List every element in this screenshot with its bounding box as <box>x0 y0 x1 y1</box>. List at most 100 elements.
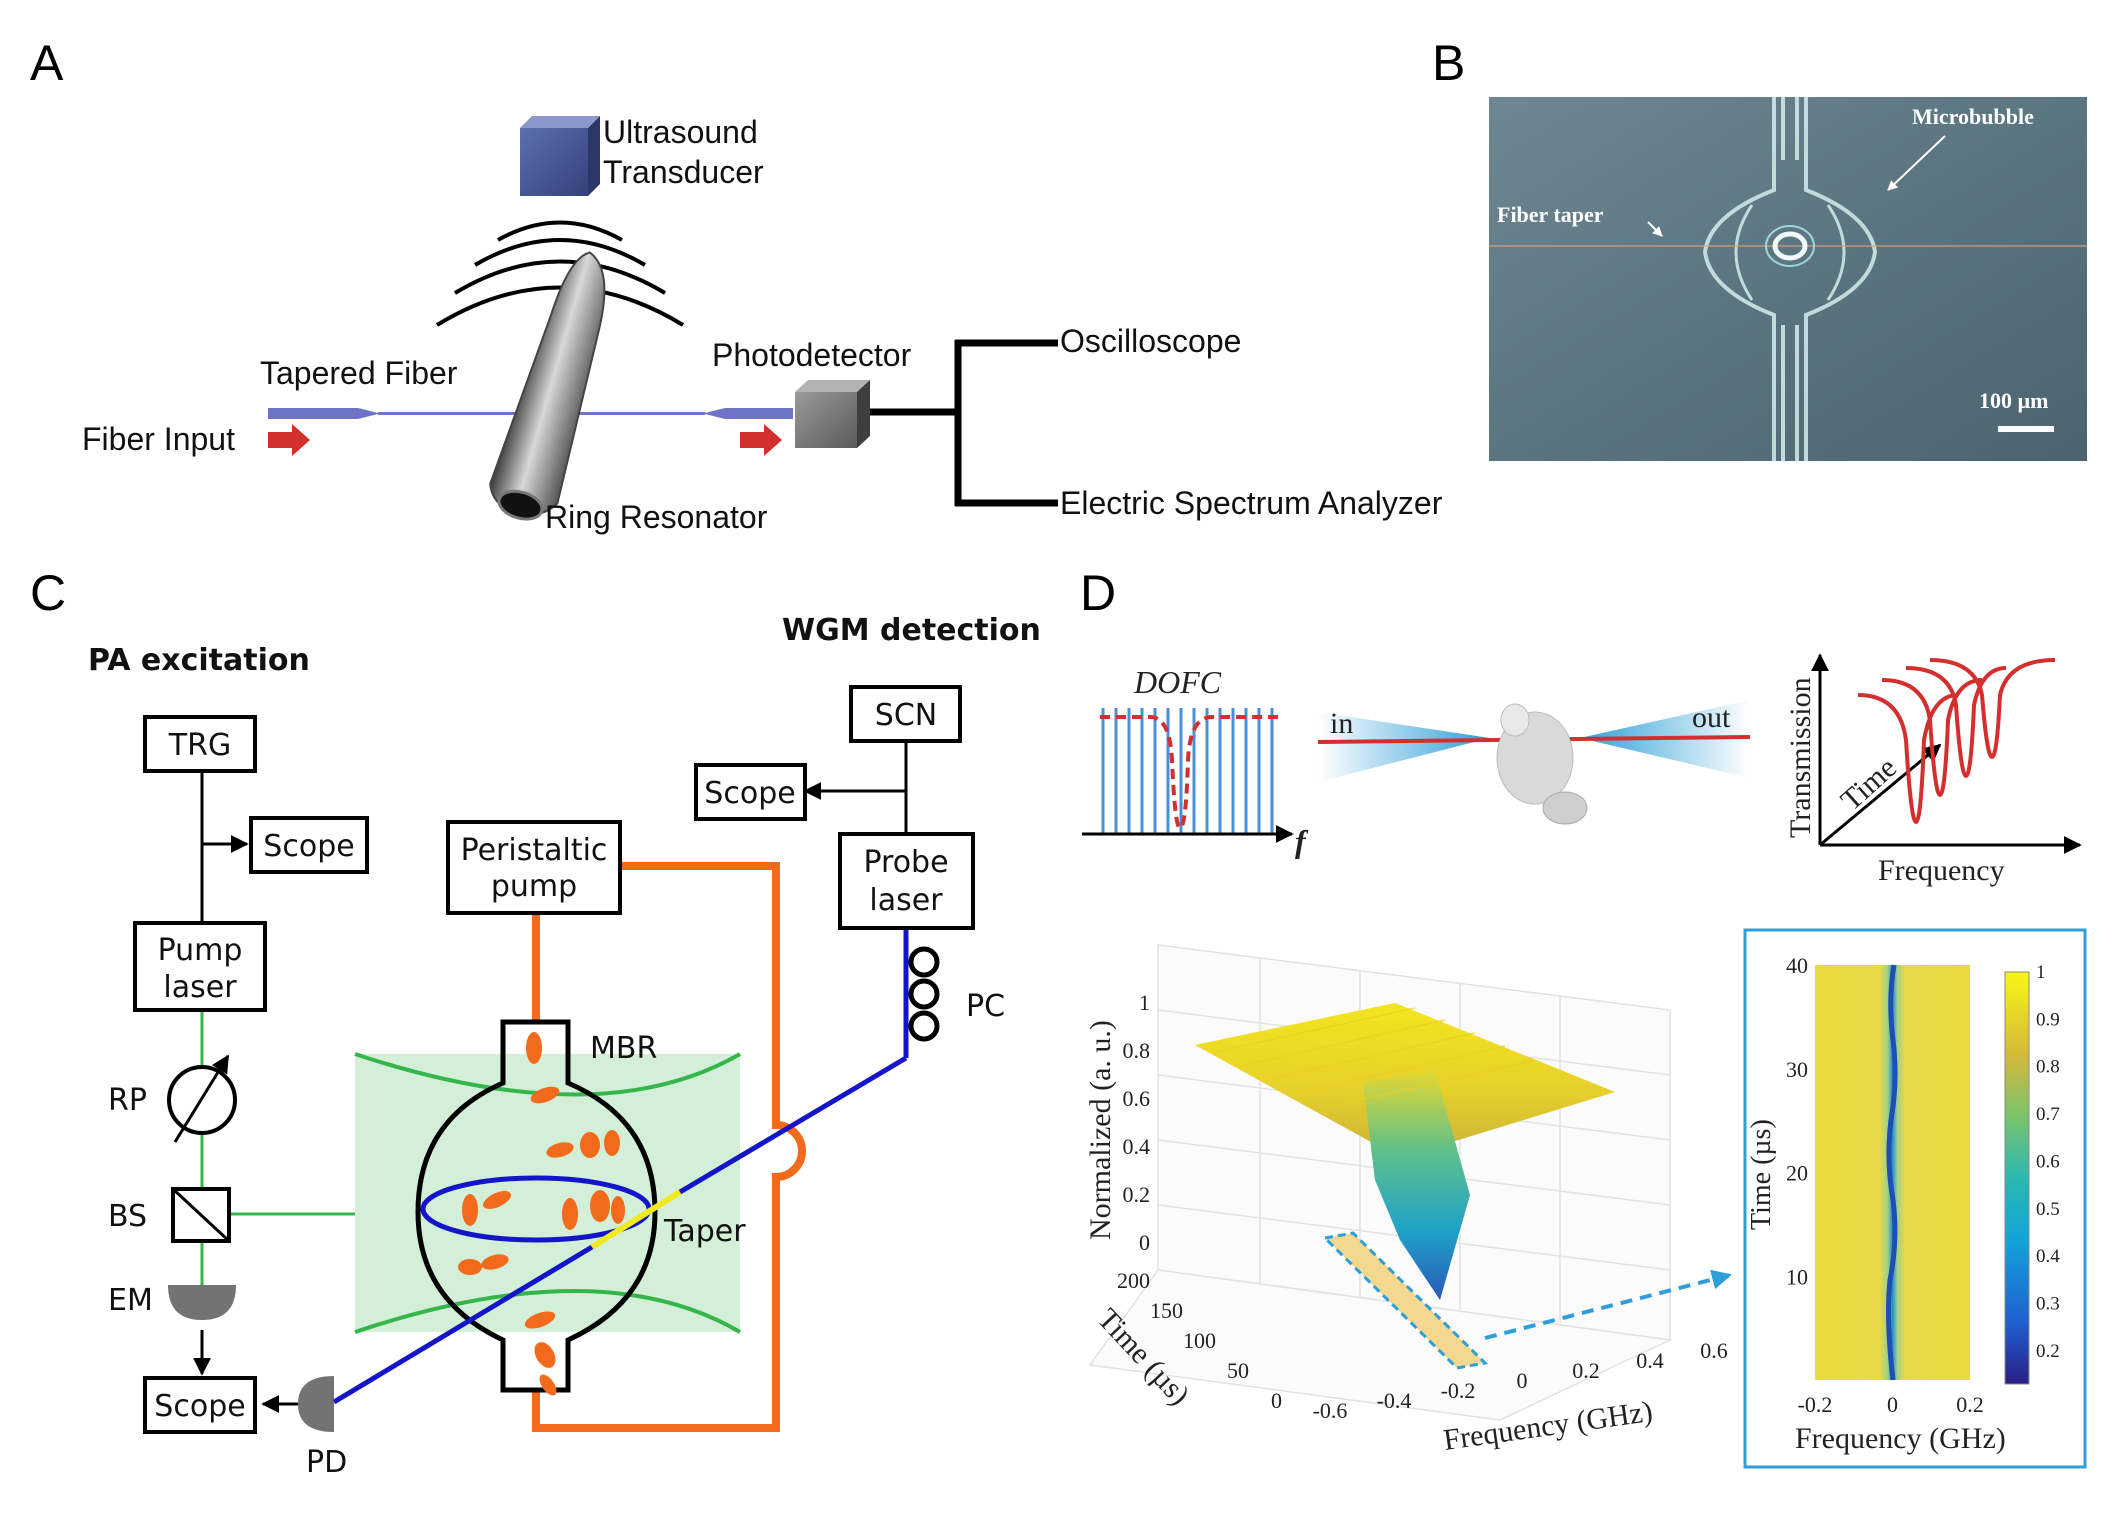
frequency-axis-label: Frequency <box>1878 854 2005 887</box>
colorbar-tick-label: 0.3 <box>2036 1293 2060 1314</box>
colorbar-tick-label: 0.9 <box>2036 1009 2060 1030</box>
out-label: out <box>1692 701 1731 734</box>
colorbar-tick-label: 0.7 <box>2036 1104 2060 1125</box>
panel-b: B Microbubble Fiber taper 100 µm <box>1432 35 2087 461</box>
em-label: EM <box>108 1283 153 1318</box>
panel-c: C PA excitation WGM detection TRG Scope … <box>30 565 1041 1480</box>
rotating-polarizer-icon <box>167 1054 237 1143</box>
ultrasound-transducer-icon <box>520 116 600 196</box>
microbubble-icon <box>1496 703 1588 825</box>
pa-chain-lines <box>193 771 249 1376</box>
pd-label: PD <box>306 1445 347 1480</box>
panel-a: A Ultrasound Transducer Tapered Fiber Fi… <box>30 35 1443 535</box>
scope-bottom-box <box>143 1376 257 1434</box>
mbr-label: MBR <box>590 1031 657 1066</box>
microbubble-micrograph <box>1489 97 2087 461</box>
z-tick-label: 0.6 <box>1123 1086 1151 1111</box>
oscilloscope-label: Oscilloscope <box>1060 323 1241 359</box>
map-x-tick-label: 0.2 <box>1956 1392 1984 1417</box>
transducer-label-line1: Ultrasound <box>603 114 758 150</box>
probe-laser-box <box>838 832 975 930</box>
y-tick-label: 100 <box>1183 1328 1216 1353</box>
panel-label-b: B <box>1432 35 1465 91</box>
esa-label: Electric Spectrum Analyzer <box>1060 485 1443 521</box>
dofc-comb <box>1082 708 1294 843</box>
transmission-sketch <box>1811 653 2082 854</box>
scn-label: SCN <box>875 698 937 733</box>
map-ylabel: Time (µs) <box>1746 1119 1777 1230</box>
y-tick-label: 50 <box>1227 1358 1249 1383</box>
bs-label: BS <box>108 1199 147 1234</box>
peristaltic-pump-box <box>446 820 622 915</box>
scope-right-label: Scope <box>704 776 795 811</box>
panel-d: D DOFC f in out <box>1080 565 2087 1469</box>
rp-label: RP <box>108 1083 147 1118</box>
colorbar-tick-label: 0.8 <box>2036 1057 2060 1078</box>
probe-laser-line2: laser <box>869 883 943 918</box>
map-y-tick-label: 10 <box>1786 1264 1808 1289</box>
x-tick-label: -0.4 <box>1377 1388 1412 1413</box>
photodiode-icon <box>298 1376 334 1432</box>
microbubble-beam <box>1317 700 1751 825</box>
pump-laser-box <box>133 921 267 1012</box>
scope-top-box <box>249 816 369 874</box>
probe-light-path <box>332 928 909 1405</box>
panel-label-d: D <box>1080 565 1116 621</box>
scope-bottom-label: Scope <box>154 1389 245 1424</box>
wgm-detection-title: WGM detection <box>782 613 1041 648</box>
x-tick-label: 0 <box>1517 1368 1528 1393</box>
z-tick-label: 0 <box>1139 1230 1150 1255</box>
pump-laser-line1: Pump <box>158 933 243 968</box>
transmission-label: Transmission <box>1784 677 1817 838</box>
x-tick-label: 0.6 <box>1700 1338 1728 1363</box>
pump-laser-line2: laser <box>163 970 237 1005</box>
x-tick-label: -0.2 <box>1441 1378 1476 1403</box>
in-label: in <box>1330 707 1353 740</box>
acoustic-wave-icon <box>435 220 685 327</box>
photodetector-label: Photodetector <box>712 337 912 373</box>
map-xlabel: Frequency (GHz) <box>1795 1422 2006 1455</box>
probe-laser-line1: Probe <box>863 845 948 880</box>
x-tick-label: -0.6 <box>1313 1398 1348 1423</box>
z-tick-label: 0.2 <box>1123 1182 1151 1207</box>
y-tick-label: 200 <box>1117 1268 1150 1293</box>
time-axis-label: Time <box>1835 751 1903 817</box>
colorbar-tick-label: 0.5 <box>2036 1199 2060 1220</box>
map-y-tick-label: 20 <box>1786 1161 1808 1186</box>
scope-right-box <box>694 763 807 821</box>
surface-zlabel: Normalized (a. u.) <box>1084 1020 1117 1240</box>
energy-meter-icon <box>168 1285 236 1320</box>
fiber-taper-label: Fiber taper <box>1497 202 1604 227</box>
x-tick-label: 0.4 <box>1636 1348 1664 1373</box>
z-tick-label: 0.8 <box>1123 1038 1151 1063</box>
x-tick-label: 0.2 <box>1572 1358 1600 1383</box>
tapered-fiber-label: Tapered Fiber <box>260 355 458 391</box>
pc-label: PC <box>966 989 1005 1024</box>
z-tick-label: 1 <box>1139 990 1150 1015</box>
input-arrow-icon <box>268 424 310 456</box>
beam-splitter-icon <box>171 1187 231 1243</box>
beam-edges <box>354 1052 742 1334</box>
transducer-label-line2: Transducer <box>603 154 764 190</box>
pa-excitation-title: PA excitation <box>88 643 310 678</box>
scn-box <box>849 685 962 743</box>
microbubble-label: Microbubble <box>1912 104 2034 129</box>
polarization-controller-icon <box>908 946 940 1042</box>
photodetector-icon <box>795 380 870 448</box>
colorbar-tick-label: 0.4 <box>2036 1246 2060 1267</box>
fiber-input-label: Fiber Input <box>82 421 235 457</box>
detection-chain-lines <box>803 741 908 834</box>
map-x-tick-label: 0 <box>1887 1392 1898 1417</box>
f-axis-label: f <box>1295 823 1309 859</box>
y-tick-label: 0 <box>1271 1388 1282 1413</box>
map-y-tick-label: 30 <box>1786 1057 1808 1082</box>
z-tick-label: 0.4 <box>1123 1134 1151 1159</box>
y-tick-label: 150 <box>1150 1298 1183 1323</box>
panel-label-c: C <box>30 565 66 621</box>
fluid-tubing <box>532 862 806 1432</box>
ring-resonator-icon <box>489 251 606 521</box>
scope-top-label: Scope <box>263 829 354 864</box>
taper-label: Taper <box>663 1214 746 1249</box>
